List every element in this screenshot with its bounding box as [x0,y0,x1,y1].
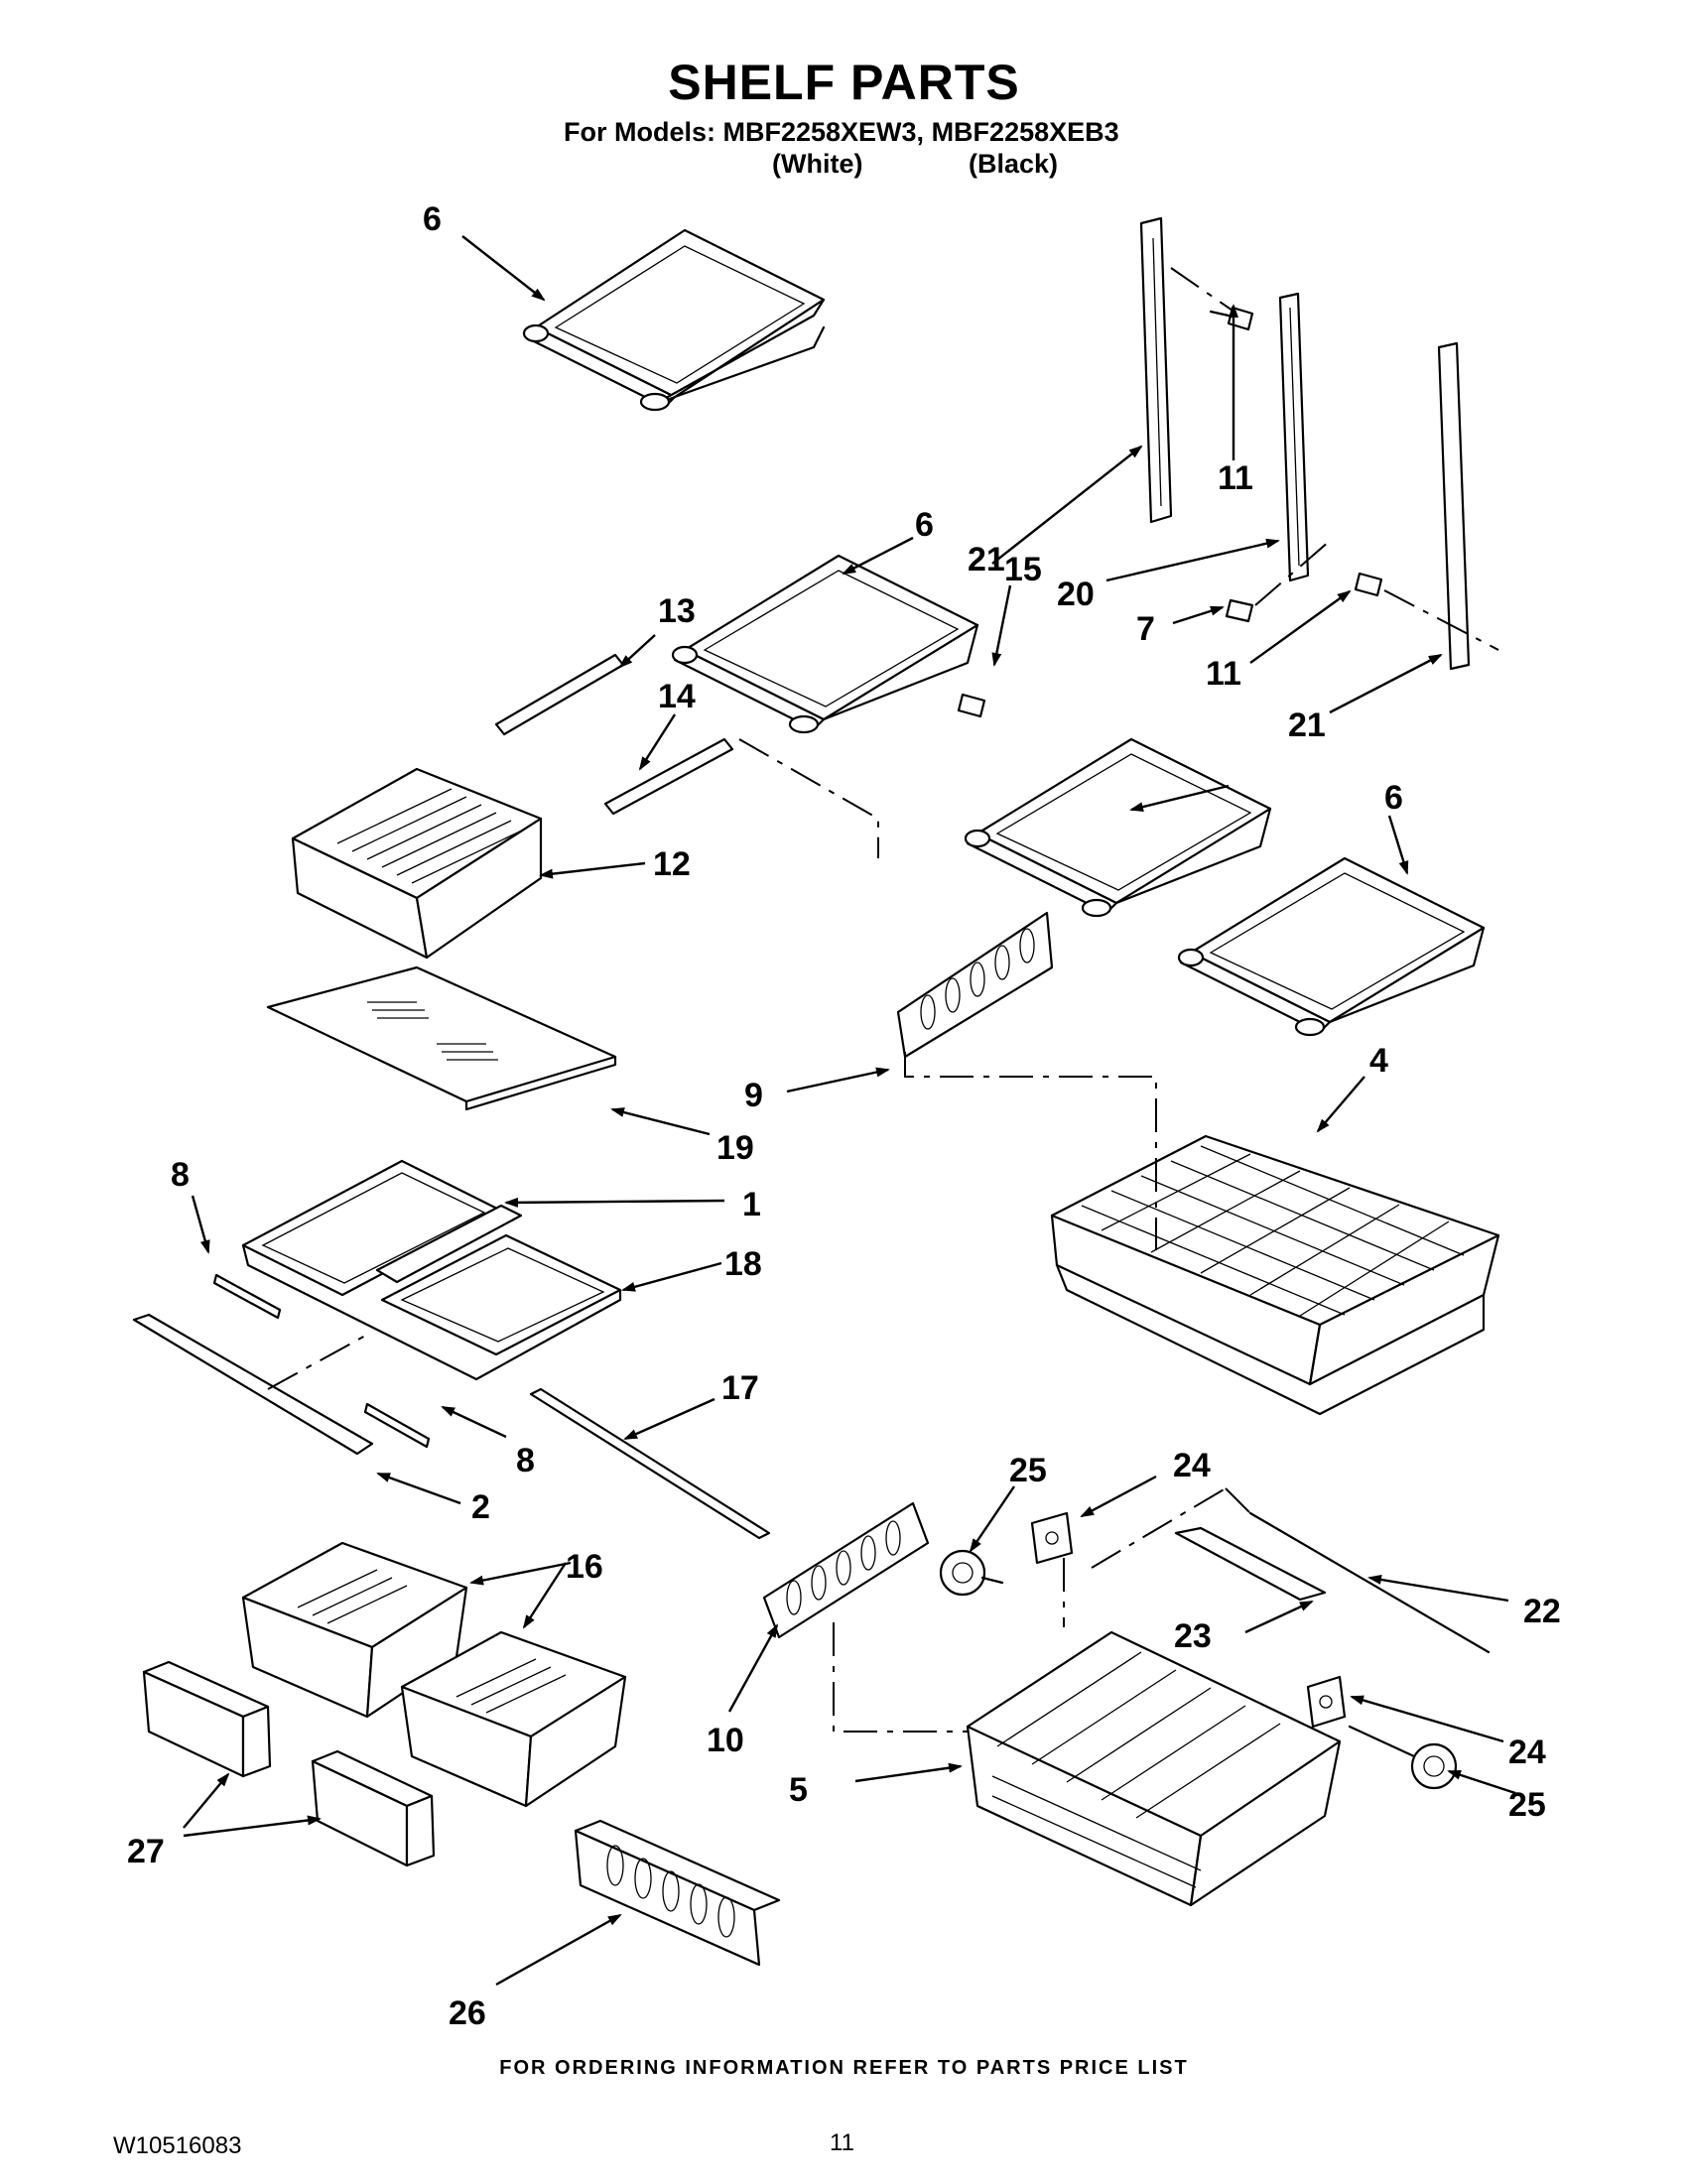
ordering-note: FOR ORDERING INFORMATION REFER TO PARTS … [499,2057,1189,2079]
callout-14: 14 [658,678,696,715]
slide-part-23 [1091,1487,1327,1602]
callout-6-top: 6 [423,200,442,238]
shelf-part-6-right-b [1177,856,1486,1037]
callout-7: 7 [1136,610,1155,648]
leader-arrows [183,235,1516,1987]
callout-24-top: 24 [1173,1447,1211,1484]
handle-part-27-b [311,1749,436,1867]
callout-19: 19 [716,1129,754,1167]
screw-part-7 [1225,598,1254,623]
callout-11-lower: 11 [1206,655,1241,693]
callout-6-middle: 6 [915,506,934,544]
crisper-bin-part-16-a [241,1541,468,1719]
page-title: SHELF PARTS [668,55,1020,110]
callout-4: 4 [1369,1042,1388,1080]
callout-21-right: 21 [1288,707,1326,744]
document-number: W10516083 [113,2132,242,2159]
callout-9: 9 [744,1077,763,1114]
divider-part-26 [574,1819,781,1967]
callout-25-top: 25 [1009,1452,1047,1489]
callout-24-bottom: 24 [1508,1734,1546,1771]
color-black-label: (Black) [969,149,1059,179]
shelf-part-6-right-a [964,737,1272,918]
drawer-part-12 [291,767,543,960]
callout-16: 16 [566,1548,603,1586]
callout-27: 27 [127,1833,165,1870]
handle-part-27-a [142,1660,272,1778]
shelf-part-6-middle [671,554,979,734]
callout-1: 1 [742,1186,761,1223]
color-white-label: (White) [772,149,863,179]
cover-part-2 [132,1313,374,1456]
callout-13: 13 [658,592,696,630]
callout-23: 23 [1174,1617,1212,1655]
frame-part-1-18 [241,1159,622,1381]
callout-20: 20 [1057,576,1095,613]
bracket-part-8-right [363,1402,431,1449]
wire-basket-part-4 [1050,1134,1500,1416]
callout-8-top: 8 [171,1156,190,1194]
callout-17: 17 [721,1369,759,1407]
divider-part-10 [762,1501,968,1733]
screw-part-11-top [1209,306,1254,331]
models-line: For Models: MBF2258XEW3, MBF2258XEB3 [564,117,1119,147]
slide-part-14 [603,737,879,858]
callout-11-top: 11 [1218,459,1253,497]
callout-labels: 6 6 6 6 21 11 15 20 7 11 21 13 14 12 9 4… [127,200,1561,2032]
screw-part-15 [957,693,986,718]
bracket-part-24-top [1030,1511,1074,1627]
callout-22: 22 [1523,1593,1561,1630]
callout-10: 10 [707,1722,744,1759]
callout-6-right-b: 6 [1384,779,1403,817]
bracket-part-24-bottom [1306,1675,1347,1729]
callout-18: 18 [724,1245,762,1283]
shelf-part-6-top [522,228,826,412]
callout-5: 5 [789,1771,808,1809]
callout-8-bottom: 8 [516,1442,535,1479]
bracket-part-8-left [212,1273,282,1320]
callout-21-left: 21 [968,541,1005,578]
rod-part-17 [529,1387,771,1540]
slide-part-13 [494,653,625,736]
crisper-bin-part-16-b [400,1630,627,1808]
callout-26: 26 [449,1994,486,2032]
callout-12: 12 [653,845,691,883]
screw-part-11-lower [1354,572,1383,597]
callout-2: 2 [471,1488,490,1526]
gear-part-25-bottom [1348,1725,1458,1790]
callout-25-bottom: 25 [1508,1786,1546,1824]
divider-part-9 [896,911,1157,1250]
rail-part-21-right [1383,341,1499,671]
rail-part-20 [1254,292,1331,606]
callout-15: 15 [1004,551,1042,588]
page-number: 11 [830,2129,854,2156]
wire-basket-part-5 [966,1630,1342,1907]
rail-part-21-left [1139,216,1236,524]
gear-part-25-top [939,1549,1004,1597]
glass-shelf-part-19 [266,965,617,1111]
